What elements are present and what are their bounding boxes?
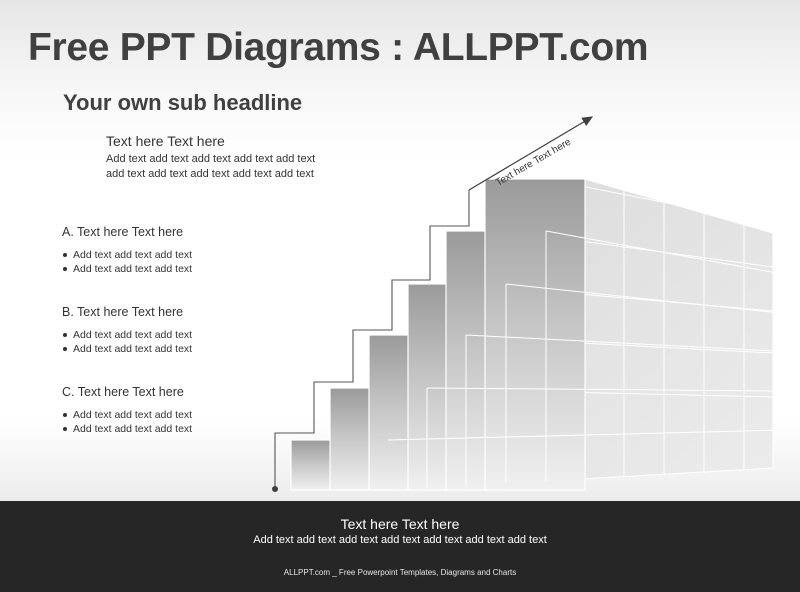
side-grid-line: [465, 334, 774, 352]
bullet-item: Add text add text add text: [62, 343, 193, 355]
staircase-diagram: Text here Text here: [272, 116, 774, 492]
stairs-group: [290, 178, 774, 491]
bullet-item: Add text add text add text: [62, 263, 193, 275]
bullet-list: Add text add text add text Add text add …: [62, 328, 192, 356]
bullet-item: Add text add text add text: [62, 423, 193, 435]
section-heading: B. Text here Text here: [62, 305, 184, 319]
growth-path: [272, 116, 594, 492]
intro-line: Add text add text add text add text add …: [106, 153, 316, 165]
footer-text: Add text add text add text add text add …: [253, 534, 547, 546]
bullet-item: Add text add text add text: [62, 249, 193, 261]
side-grid-line: [545, 230, 774, 273]
side-grid-line: [505, 283, 774, 313]
page-title: Free PPT Diagrams : ALLPPT.com: [28, 26, 649, 69]
side-grid-line: [387, 429, 774, 441]
section-heading: A. Text here Text here: [62, 225, 184, 239]
sub-headline: Your own sub headline: [63, 90, 303, 115]
bullet-item: Add text add text add text: [62, 409, 193, 421]
footer-heading: Text here Text here: [340, 516, 460, 532]
section-heading: C. Text here Text here: [62, 385, 184, 399]
intro-text-block: Text here Text here Add text add text ad…: [106, 133, 315, 182]
growth-arrow: [468, 116, 594, 191]
section-a: A. Text here Text here Add text add text…: [62, 225, 192, 276]
side-grid-line: [426, 387, 774, 392]
bullet-list: Add text add text add text Add text add …: [62, 408, 192, 436]
section-c: C. Text here Text here Add text add text…: [62, 385, 192, 436]
footer-bar: Text here Text here Add text add text ad…: [0, 501, 800, 592]
start-dot: [272, 486, 278, 492]
side-grid-line: [584, 178, 774, 234]
footer-credit: ALLPPT.com _ Free Powerpoint Templates, …: [283, 568, 517, 577]
step-line: [274, 190, 470, 489]
bullet-item: Add text add text add text: [62, 329, 193, 341]
intro-heading: Text here Text here: [106, 133, 225, 149]
step-front-face: [484, 178, 586, 491]
intro-line: add text add text add text add text add …: [106, 168, 314, 180]
bullet-list: Add text add text add text Add text add …: [62, 248, 192, 276]
section-b: B. Text here Text here Add text add text…: [62, 305, 192, 356]
